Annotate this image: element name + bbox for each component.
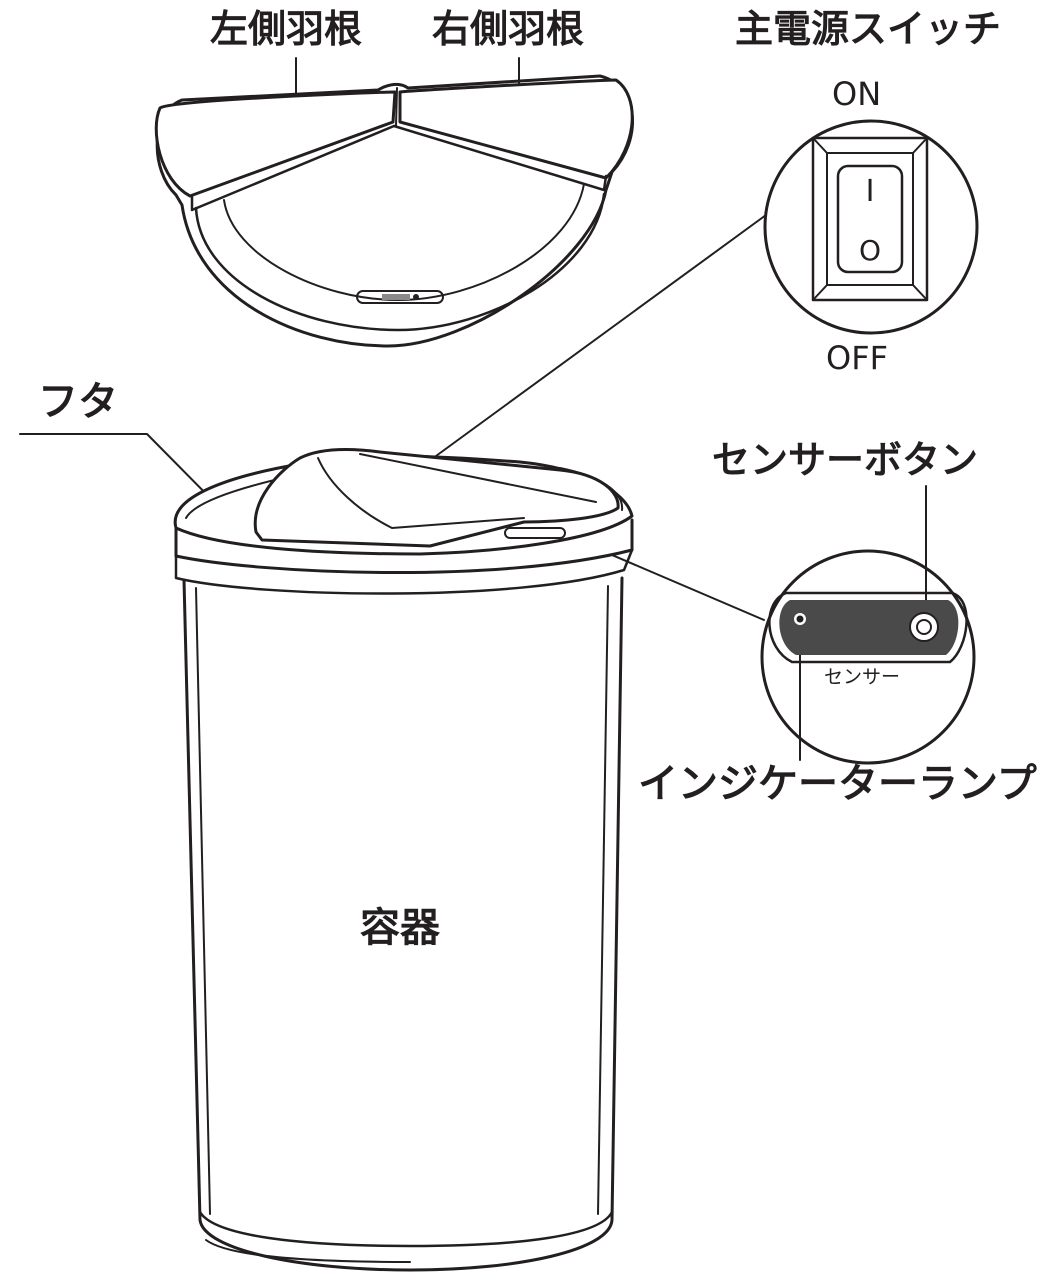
label-lid: フタ — [38, 379, 118, 425]
switch-housing — [811, 136, 929, 302]
leader-lid — [19, 433, 227, 515]
right-flap-shape — [398, 78, 634, 180]
lid-sensor-window — [356, 290, 444, 304]
lid-sensor-slot — [504, 527, 566, 539]
switch-corner-1 — [812, 137, 828, 154]
leader-switch — [435, 214, 767, 457]
right-flap-edge — [392, 124, 608, 192]
label-switch-on: ON — [832, 75, 882, 113]
sensor-button-ring — [909, 612, 939, 642]
switch-symbol-off: O — [859, 234, 881, 267]
body-bottom-inner — [198, 1210, 614, 1248]
flap-center-seam — [395, 87, 398, 127]
lid-assembly — [154, 74, 634, 348]
left-flap-edge — [190, 124, 396, 212]
body-collar — [174, 548, 634, 595]
body-outline — [182, 576, 624, 1272]
label-left-flap: 左側羽根 — [210, 7, 363, 51]
switch-corner-2 — [912, 137, 928, 154]
label-sensor-button: センサーボタン — [712, 438, 979, 482]
lid-sensor-lens — [382, 294, 410, 300]
switch-symbol-on: I — [866, 174, 875, 209]
switch-detail: I O — [763, 119, 979, 335]
sensor-panel — [779, 600, 959, 655]
body-base-ring — [205, 1239, 411, 1263]
switch-rocker — [836, 164, 904, 274]
bin-lid — [173, 448, 634, 595]
switch-corner-3 — [812, 284, 828, 301]
lid-cover-front — [261, 457, 525, 547]
sensor-panel-outline — [768, 591, 968, 664]
label-indicator-lamp: インジケーターランプ — [638, 761, 1037, 807]
lid-outer-rim — [155, 74, 634, 348]
lid-indicator-dot — [413, 294, 419, 300]
switch-detail-circle — [763, 119, 979, 335]
bin-body — [182, 576, 624, 1272]
lid-raised-cover — [253, 448, 620, 548]
left-flap-shape — [154, 90, 397, 198]
switch-corner-4 — [912, 284, 928, 301]
indicator-lamp-center — [796, 615, 804, 623]
sensor-detail-circle — [760, 549, 976, 765]
lid-well — [223, 183, 585, 301]
lid-cover-ridge — [359, 453, 597, 503]
lid-inner-tray — [194, 192, 606, 332]
label-main-switch: 主電源スイッチ — [735, 7, 1002, 51]
body-side-line-right — [597, 585, 609, 1215]
leader-lines — [19, 57, 927, 761]
label-sensor: センサー — [824, 666, 901, 688]
label-switch-off: OFF — [826, 339, 888, 377]
switch-bezel — [826, 152, 914, 286]
label-container: 容器 — [360, 905, 440, 951]
body-side-line-left — [195, 587, 211, 1215]
sensor-detail — [760, 549, 976, 765]
sensor-button — [916, 619, 932, 635]
label-right-flap: 右側羽根 — [432, 7, 585, 51]
